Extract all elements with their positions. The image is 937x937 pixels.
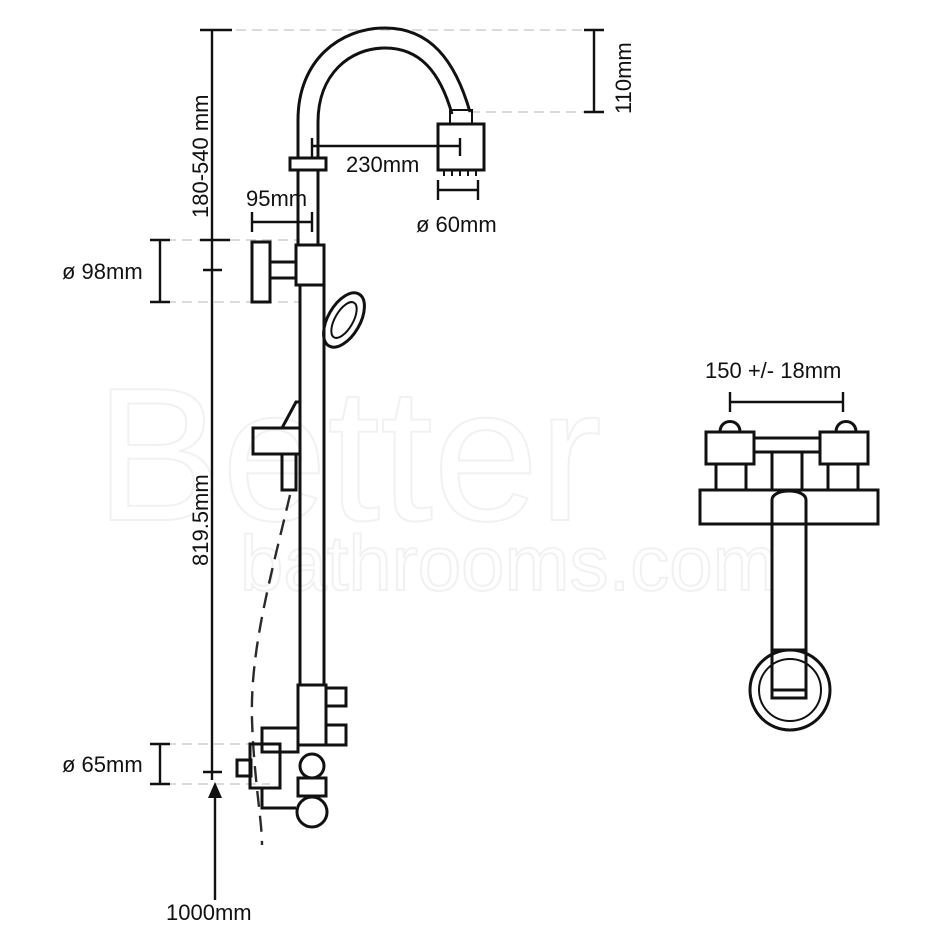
- watermark-line1: Better: [95, 349, 602, 561]
- label-spout-reach: 230mm: [346, 152, 419, 177]
- dimension-labels: 180-540 mm 110mm 230mm ø 60mm 95mm ø 98m…: [62, 42, 841, 925]
- label-height-range: 180-540 mm: [188, 94, 213, 218]
- label-valve-diameter: ø 65mm: [62, 752, 143, 777]
- label-valve-centres: 150 +/- 18mm: [705, 358, 841, 383]
- label-bracket-diameter: ø 98mm: [62, 259, 143, 284]
- label-bracket-offset: 95mm: [246, 186, 307, 211]
- label-spout-drop: 110mm: [611, 42, 636, 114]
- shower-riser: [235, 26, 486, 846]
- mixer-valve: [235, 683, 348, 829]
- label-head-diameter: ø 60mm: [416, 212, 497, 237]
- valve-plan-view: [698, 392, 880, 732]
- label-rail-length: 819.5mm: [188, 474, 213, 566]
- label-floor-height: 1000mm: [166, 900, 252, 925]
- wall-bracket: [250, 240, 298, 304]
- watermark-line2: bathrooms.com: [240, 519, 778, 607]
- spout-dimensions: [150, 28, 604, 786]
- height-dimension-line: [200, 28, 232, 900]
- floor-arrow-icon: [208, 782, 222, 798]
- hand-shower: [322, 291, 366, 349]
- shower-head-nozzles: [443, 170, 477, 176]
- handset-holder: [251, 400, 302, 492]
- watermark: Better bathrooms.com: [94, 348, 779, 608]
